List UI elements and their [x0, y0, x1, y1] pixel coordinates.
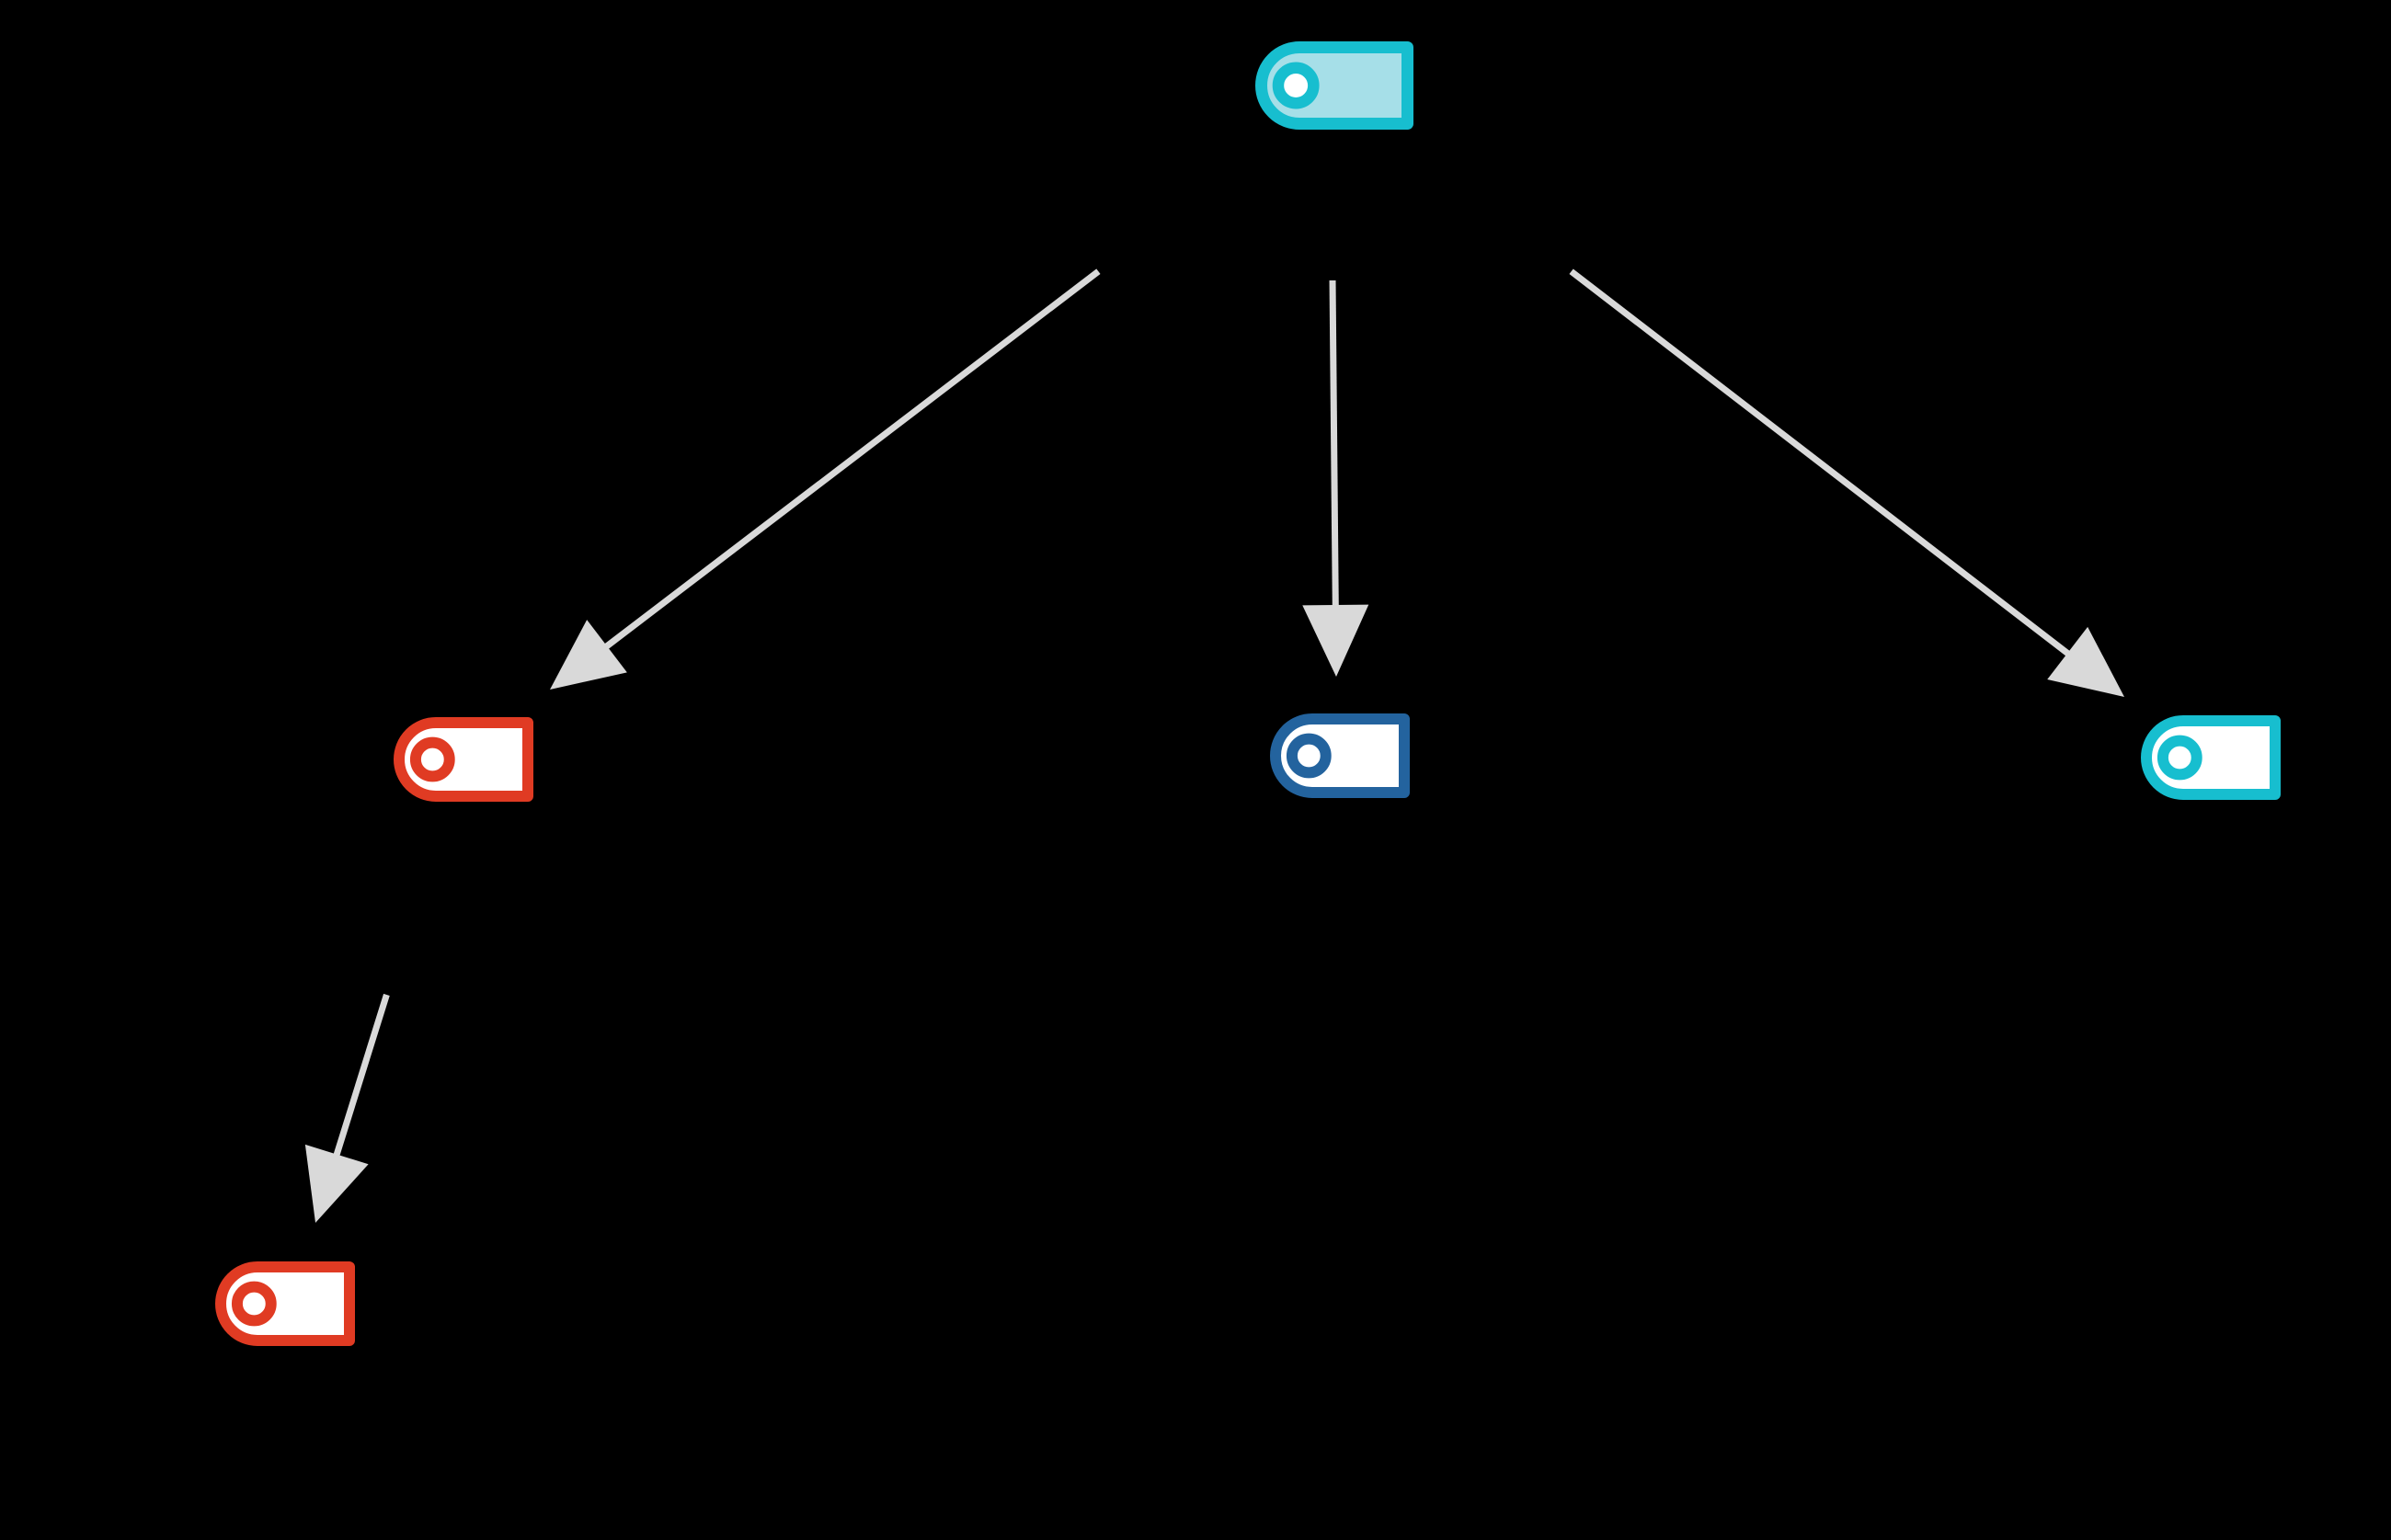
edge-root-to-child-right [1569, 268, 2124, 697]
ring-icon [231, 1281, 277, 1327]
arrowhead-icon [304, 1144, 369, 1223]
edge-shaft [327, 993, 390, 1175]
ring-icon [1272, 62, 1320, 109]
edge-root-to-child-left [550, 268, 1101, 690]
edge-child-left-to-grandchild-left [304, 993, 390, 1223]
root-node[interactable] [1255, 41, 1413, 130]
child-node-right[interactable] [2141, 715, 2281, 800]
arrowhead-icon [1302, 604, 1369, 677]
grandchild-node[interactable] [215, 1261, 355, 1346]
ring-icon [409, 736, 455, 782]
edge-shaft [589, 268, 1101, 661]
edge-shaft [1329, 279, 1339, 625]
ring-icon [1286, 733, 1332, 779]
ring-icon [2156, 735, 2202, 781]
arrowhead-icon [550, 620, 627, 690]
nodes-layer [215, 41, 2281, 1346]
arrowhead-icon [2047, 626, 2124, 697]
edge-shaft [1569, 268, 2086, 668]
child-node-left[interactable] [394, 717, 533, 802]
edges-layer [304, 268, 2124, 1223]
child-node-center[interactable] [1270, 713, 1410, 798]
edge-root-to-child-center [1302, 279, 1369, 677]
